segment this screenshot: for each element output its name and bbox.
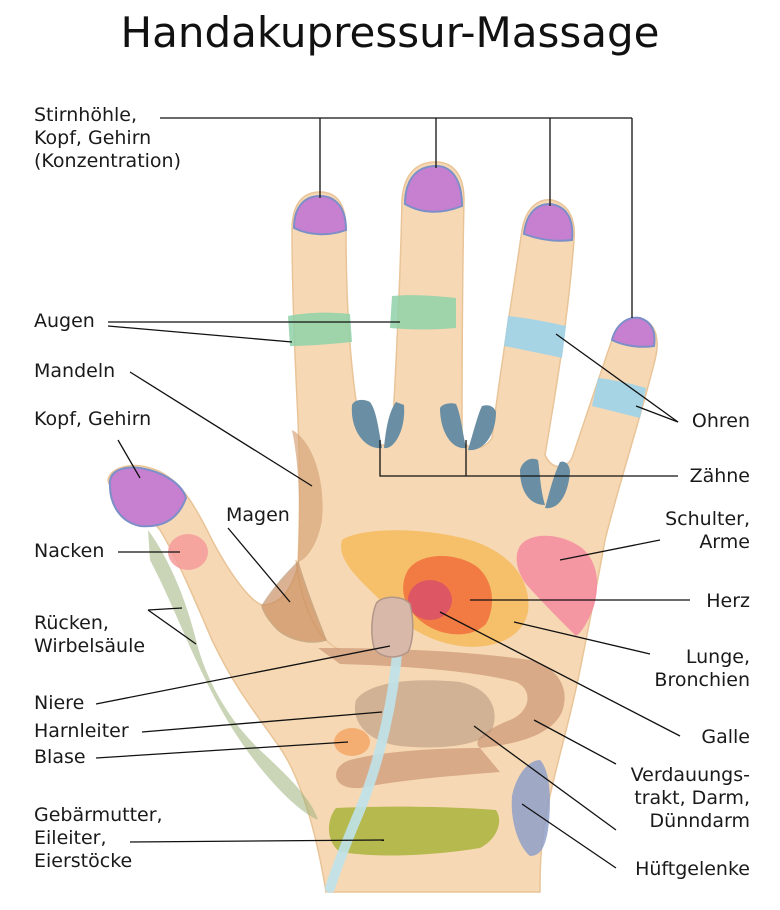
ureter-zone [325,637,403,893]
small-intestine-zone [354,680,495,748]
hip-zone [511,760,550,856]
label-mandeln: Mandeln [34,360,116,382]
label-harnleiter: Harnleiter [34,720,129,742]
label-augen: Augen [34,310,95,332]
teeth-zones [351,399,570,509]
intestine-zone [318,648,565,789]
label-hueft: Hüftgelenke [635,858,750,880]
leader-lines [95,117,690,869]
label-niere: Niere [34,692,85,714]
label-kopf-gehirn: Kopf, Gehirn [34,408,152,430]
eyes-zones [288,295,456,346]
sinus-zones [108,164,656,528]
neck-zone [168,534,208,570]
label-ohren: Ohren [691,410,750,432]
bladder-zone [334,728,370,756]
label-herz: Herz [706,590,750,612]
diagram-title: Handakupressur-Massage [120,8,660,57]
label-stirnhoehle: Stirnhöhle, Kopf, Gehirn (Konzentration) [34,104,182,172]
label-magen: Magen [226,504,290,526]
kidney-zone [371,596,414,658]
uterus-zone [328,806,500,856]
label-ruecken: Rücken, Wirbelsäule [34,612,146,657]
label-galle: Galle [701,726,750,748]
tonsils-zone [292,430,323,562]
label-gebaermutter: Gebärmutter, Eileiter, Eierstöcke [34,804,163,872]
label-lunge: Lunge, Bronchien [654,646,750,691]
shoulder-zone [516,535,598,636]
label-blase: Blase [34,746,86,768]
gall-zone [408,580,452,620]
label-verdauung: Verdauungs- trakt, Darm, Dünndarm [630,764,750,832]
stomach-zone [261,560,327,643]
spine-zone [148,530,318,820]
label-zaehne: Zähne [689,465,750,487]
ears-zones [504,316,646,418]
label-schulter: Schulter, Arme [665,508,750,553]
label-nacken: Nacken [34,540,105,562]
